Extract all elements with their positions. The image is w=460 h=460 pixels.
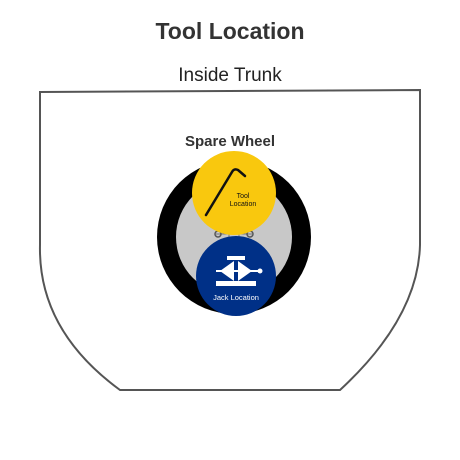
lug-wrench-icon [204, 168, 247, 217]
page-title: Tool Location [155, 18, 305, 44]
trunk-subtitle: Inside Trunk [178, 65, 282, 86]
tool-location-marker: Tool Location [192, 151, 276, 235]
jack-circle [196, 236, 276, 316]
spare-wheel-label: Spare Wheel [185, 133, 275, 150]
tool-label-line1: Tool [237, 193, 250, 200]
tool-label-line2: Location [230, 201, 257, 208]
scissor-jack-icon [216, 256, 263, 286]
jack-location-marker: Jack Location [196, 236, 276, 316]
tool-circle [192, 151, 276, 235]
jack-label: Jack Location [213, 293, 259, 302]
